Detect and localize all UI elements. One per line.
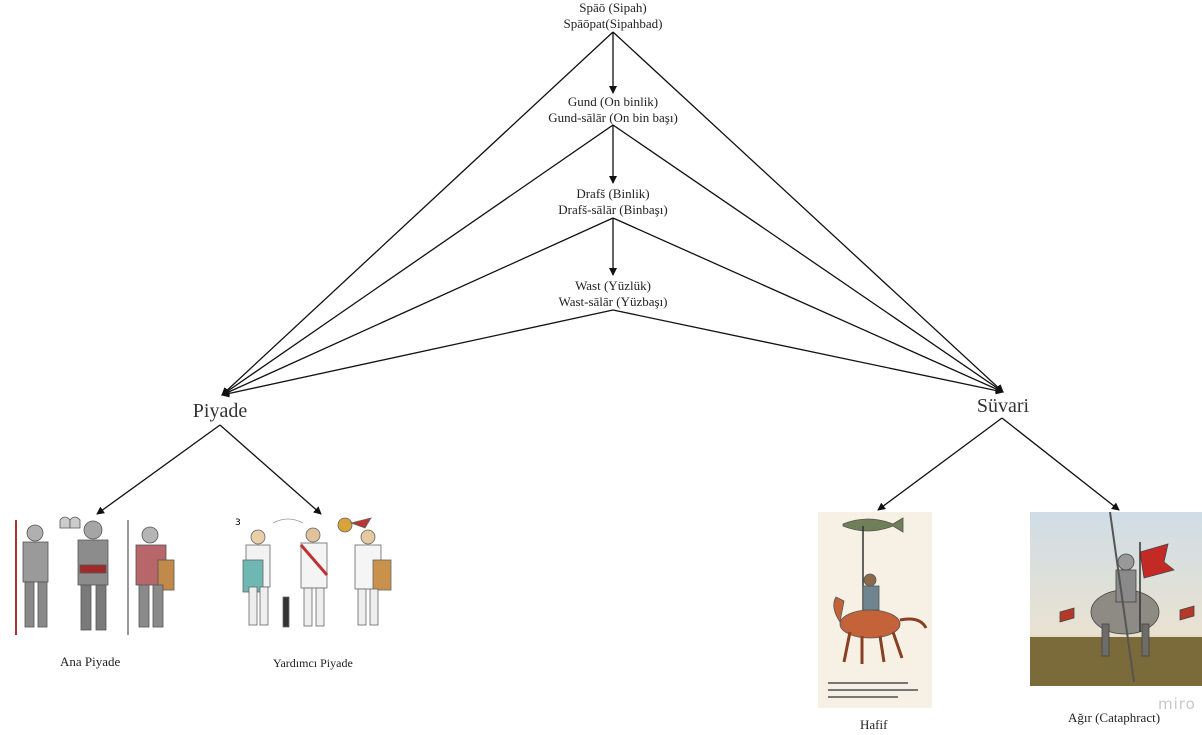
caption-agir: Ağır (Cataphract) xyxy=(1068,710,1161,725)
arrow-suvari-to-agir xyxy=(1001,417,1120,511)
node-wast-line2: Wast-sālār (Yüzbaşı) xyxy=(558,294,668,309)
node-piyade: Piyade xyxy=(192,400,248,422)
arrow-suvari-to-hafif xyxy=(877,417,1003,511)
node-wast-line1: Wast (Yüzlük) xyxy=(575,278,651,293)
node-suvari: Süvari xyxy=(976,395,1030,417)
arrow-piyade-to-ana xyxy=(96,424,221,515)
arrow-gund-to-suvari xyxy=(612,124,1004,393)
node-gund-line2: Gund-sālār (On bin başı) xyxy=(548,110,678,125)
node-drafs-line1: Drafš (Binlik) xyxy=(576,186,650,201)
miro-watermark: miro xyxy=(1158,695,1196,713)
arrow-drafs-to-suvari xyxy=(612,217,1004,393)
node-drafs: Drafš (Binlik) Drafš-sālār (Binbaşı) xyxy=(513,186,713,218)
agir-image xyxy=(1030,512,1202,686)
hafif-image xyxy=(818,512,932,708)
caption-yardimci-piyade: Yardımcı Piyade xyxy=(273,656,353,670)
svg-text:3: 3 xyxy=(235,518,241,528)
node-drafs-line2: Drafš-sālār (Binbaşı) xyxy=(558,202,668,217)
caption-hafif: Hafif xyxy=(860,717,888,732)
arrow-top-to-piyade xyxy=(221,31,614,396)
arrow-wast-to-piyade xyxy=(221,309,614,398)
caption-ana-piyade: Ana Piyade xyxy=(60,654,121,669)
arrow-top-to-suvari xyxy=(612,31,1004,393)
node-spao-line1: Spāō (Sipah) xyxy=(579,0,647,15)
node-spao: Spāō (Sipah) Spāōpat(Sipahbad) xyxy=(513,0,713,32)
node-gund-line1: Gund (On binlik) xyxy=(567,94,659,109)
node-spao-line2: Spāōpat(Sipahbad) xyxy=(563,16,663,31)
node-gund: Gund (On binlik) Gund-sālār (On bin başı… xyxy=(513,94,713,126)
ana-piyade-image xyxy=(15,516,175,635)
arrow-piyade-to-yardimci xyxy=(219,424,322,515)
yardimci-piyade-image: 3 xyxy=(235,517,392,628)
arrow-gund-to-piyade xyxy=(221,124,614,396)
arrow-drafs-to-piyade xyxy=(221,217,614,396)
node-wast: Wast (Yüzlük) Wast-sālār (Yüzbaşı) xyxy=(513,278,713,310)
arrow-wast-to-suvari xyxy=(612,309,1004,395)
